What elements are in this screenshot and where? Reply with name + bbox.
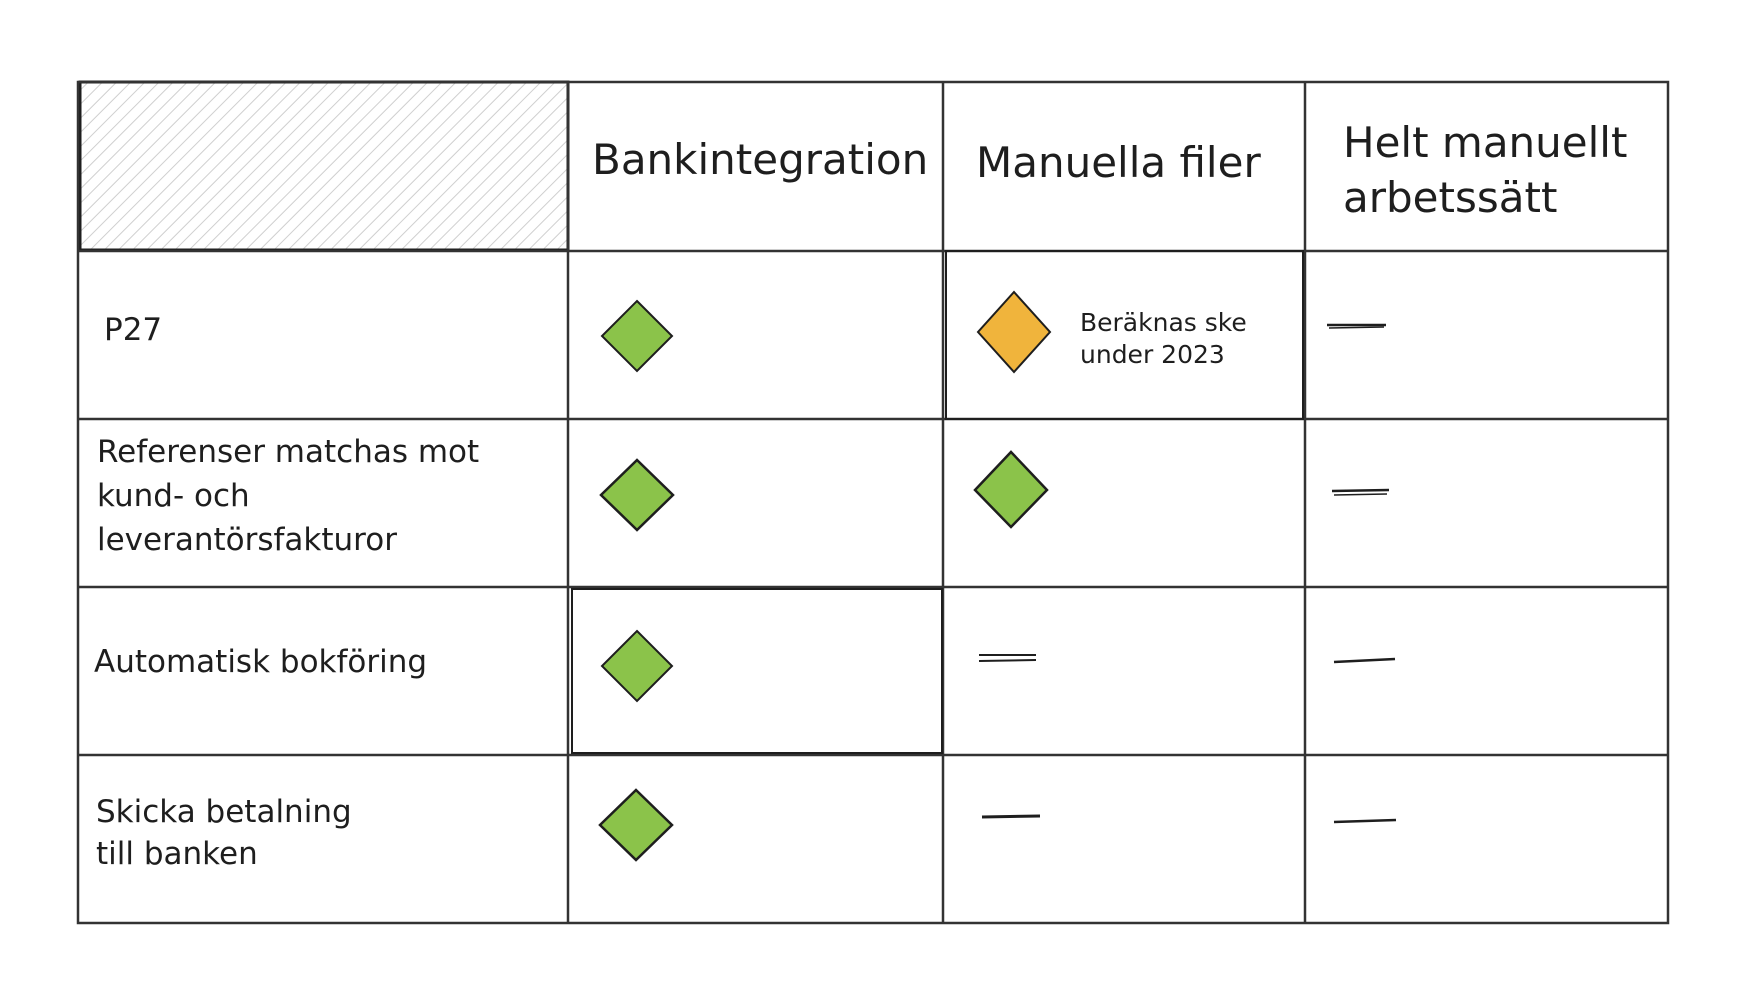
dash-icon bbox=[978, 654, 1037, 662]
table-frame bbox=[76, 80, 1670, 925]
planned-note: Beräknas ske under 2023 bbox=[1080, 308, 1255, 369]
dash-icon bbox=[1327, 323, 1386, 329]
row-label-p27: P27 bbox=[104, 312, 162, 348]
dash-icon bbox=[1333, 657, 1396, 664]
dash-icon bbox=[981, 814, 1041, 819]
green-diamond-icon bbox=[600, 299, 674, 373]
column-header-helt-manuellt: Helt manuellt arbetssätt bbox=[1343, 118, 1641, 222]
column-header-bankintegration: Bankintegration bbox=[592, 135, 928, 184]
column-header-manuella-filer: Manuella filer bbox=[976, 138, 1261, 187]
green-diamond-icon bbox=[598, 788, 674, 862]
row-label-skicka-betalning: Skicka betalning till banken bbox=[96, 794, 362, 872]
green-diamond-icon bbox=[600, 629, 674, 703]
row-label-referenser: Referenser matchas mot kund- och leveran… bbox=[97, 434, 489, 558]
row-label-automatisk-bokforing: Automatisk bokföring bbox=[94, 644, 427, 680]
highlight-box-planned bbox=[945, 250, 1304, 420]
green-diamond-icon bbox=[599, 458, 675, 532]
dash-icon bbox=[1331, 488, 1390, 496]
orange-diamond-icon bbox=[976, 290, 1052, 374]
hatched-corner-cell bbox=[78, 80, 570, 252]
highlight-box-bookkeeping bbox=[571, 588, 943, 754]
dash-icon bbox=[1333, 818, 1397, 824]
green-diamond-icon bbox=[973, 450, 1049, 529]
